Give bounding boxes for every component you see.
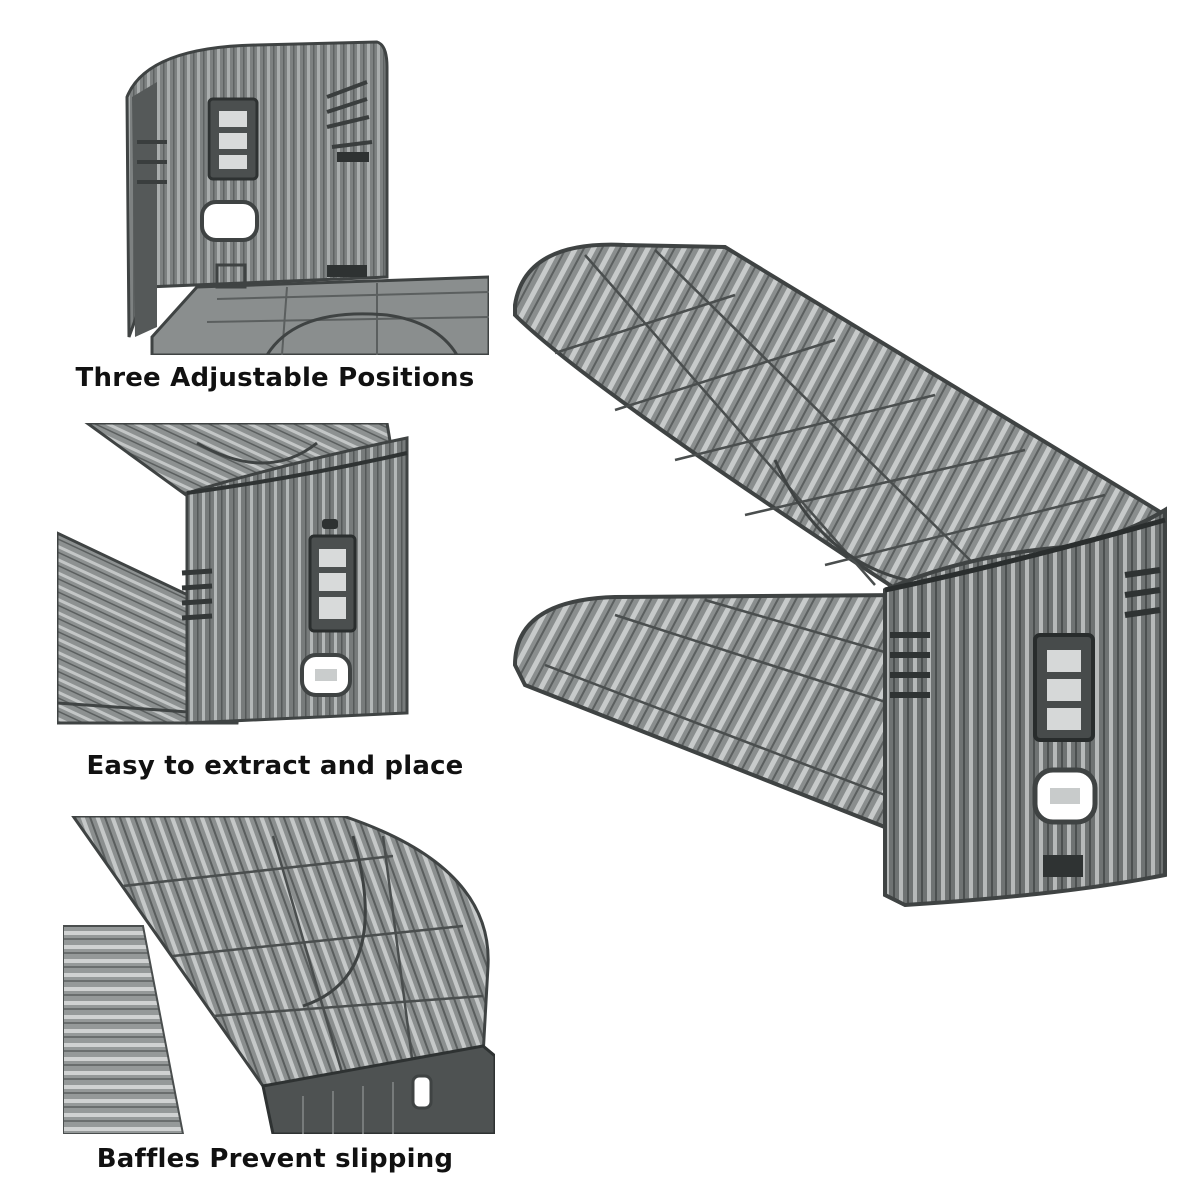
- photo-three-positions: [57, 37, 489, 355]
- caption-baffles-prevent-slipping: Baffles Prevent slipping: [96, 1144, 454, 1174]
- caption-three-adjustable-positions: Three Adjustable Positions: [75, 363, 475, 393]
- photo-easy-extract: [57, 423, 489, 743]
- product-hero-shoe-rack: [505, 235, 1175, 925]
- photo-baffles: [63, 816, 495, 1134]
- caption-easy-to-extract: Easy to extract and place: [86, 751, 464, 781]
